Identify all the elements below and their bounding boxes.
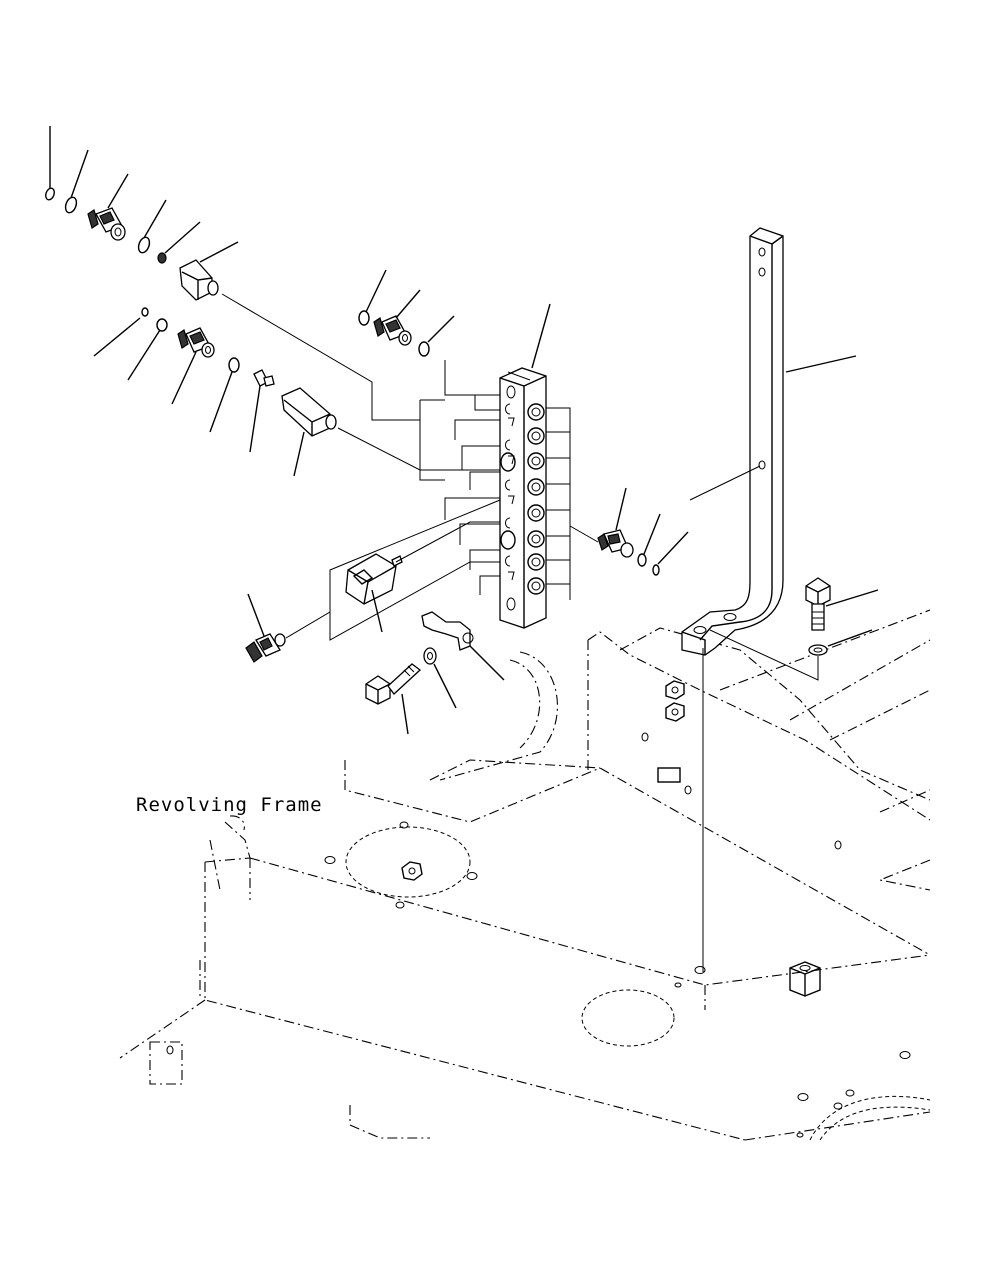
sensor-icon [345, 553, 403, 605]
o-ring-icon [637, 553, 647, 567]
o-ring-icon [45, 187, 55, 201]
boss-block-left [149, 1041, 183, 1085]
o-ring-icon [156, 318, 168, 332]
o-ring-icon [418, 341, 430, 357]
pressure-switch-icon [87, 207, 126, 241]
plug-icon [253, 369, 275, 387]
o-ring-icon [358, 310, 370, 326]
manifold-block-icon [499, 367, 547, 629]
bolt-icon [805, 577, 879, 631]
pressure-switch-icon [597, 529, 634, 558]
bolt-icon [365, 663, 422, 735]
plug-icon [157, 252, 167, 264]
revolving-frame-label: Revolving Frame [136, 794, 323, 816]
o-ring-icon [141, 307, 149, 317]
o-ring-icon [228, 357, 240, 373]
manifold-ports-front [527, 403, 545, 595]
pressure-switch-icon [373, 315, 412, 346]
o-ring-icon [64, 196, 78, 214]
adapter-icon [281, 387, 337, 437]
manifold-ports-left [500, 385, 516, 611]
pressure-switch-icon [177, 327, 215, 358]
clip-icon [421, 611, 505, 681]
left-parts-group [45, 126, 500, 477]
o-ring-icon [137, 236, 151, 254]
revolving-frame-icon [119, 609, 931, 1141]
center-parts-group [358, 269, 551, 369]
nut-rear-1 [665, 680, 685, 700]
adapter-icon [179, 259, 219, 301]
bracket-icon [681, 227, 784, 656]
pressure-switch-icon [245, 633, 286, 663]
right-parts-group [569, 355, 857, 576]
manifold-plug-leaders [419, 360, 571, 600]
washer-icon [808, 629, 873, 656]
o-ring-icon [652, 564, 660, 576]
nut-left [401, 861, 423, 881]
nut-rear-2 [665, 702, 685, 722]
washer-icon [423, 647, 457, 709]
lower-left-group [245, 499, 501, 663]
boss-block-right [789, 961, 821, 997]
boss-block-rear [657, 767, 681, 783]
